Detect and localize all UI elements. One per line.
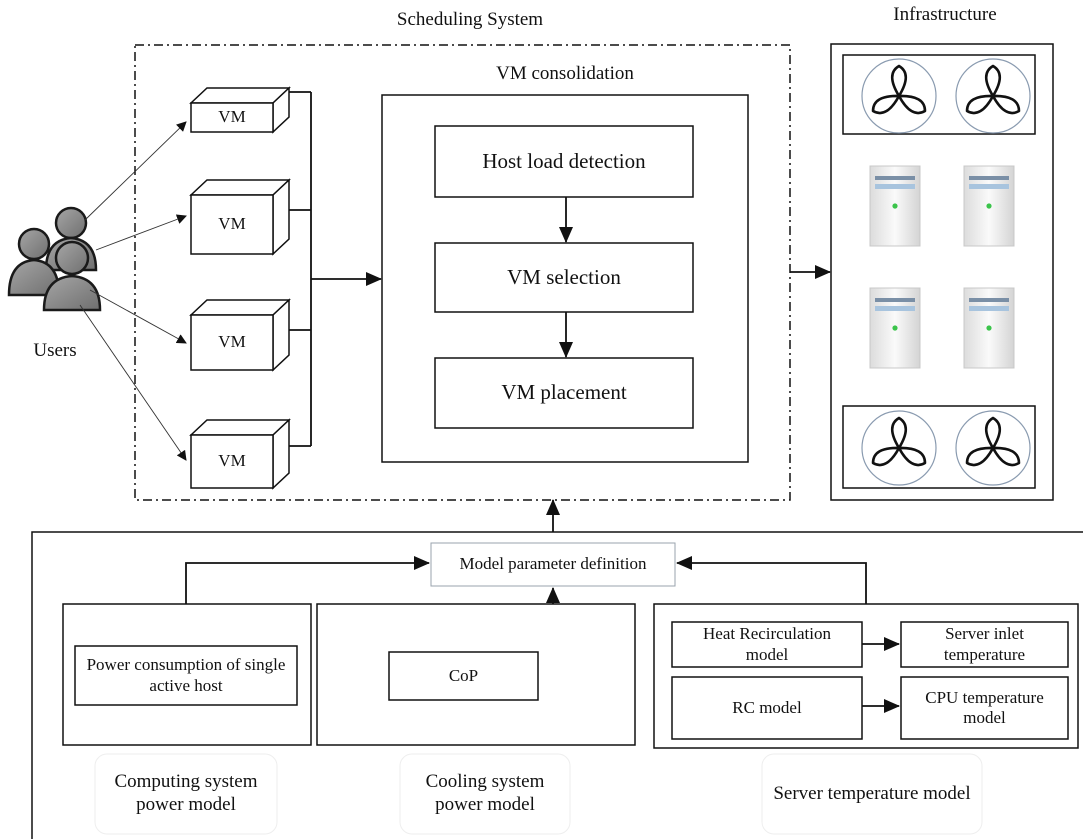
vm-label: VM: [218, 214, 246, 234]
models-frame: [31, 531, 1083, 839]
cpu-temperature-label: CPU temperature model: [925, 687, 1044, 727]
server-tower-icon: [869, 287, 921, 369]
vm-label: VM: [218, 107, 246, 127]
vm-placement-label: VM placement: [501, 380, 627, 405]
rc-model-label: RC model: [732, 697, 802, 717]
vm-consolidation-box: [381, 94, 749, 463]
infrastructure-title: Infrastructure: [893, 3, 997, 25]
parameter-feed-arrows: [185, 556, 867, 604]
cooling-fan-icon: [861, 410, 937, 486]
cop-box: [388, 651, 539, 701]
cooling-model-box: [316, 603, 636, 746]
scheduling-system-title: Scheduling System: [396, 8, 544, 30]
users-label: Users: [33, 339, 77, 361]
vm-label: VM: [218, 332, 246, 352]
vm-bus-connector: [289, 91, 382, 447]
user-vm-arrows: [79, 121, 187, 461]
cooling-caption-frame: [399, 753, 571, 835]
computing-caption: Computing system power model: [114, 771, 258, 815]
server-temperature-caption: Server temperature model: [773, 782, 971, 804]
temperature-flow-arrows: [862, 637, 900, 713]
host-load-detection-box: [434, 125, 694, 198]
cooling-fan-icon: [861, 58, 937, 134]
cop-label: CoP: [448, 665, 479, 685]
server-tower-icon: [963, 287, 1015, 369]
vm-box-2: [189, 178, 291, 256]
vm-selection-label: VM selection: [507, 264, 621, 289]
server-caption-frame: [761, 753, 983, 835]
model-parameter-label: Model parameter definition: [459, 554, 647, 574]
server-inlet-label: Server inlet temperature: [943, 624, 1026, 664]
vm-consolidation-title: VM consolidation: [496, 62, 634, 84]
power-consumption-label: Power consumption of single active host: [86, 655, 286, 695]
fan-panel-bottom: [842, 405, 1036, 489]
model-parameter-box: [430, 542, 676, 587]
vm-box-1: [189, 86, 291, 134]
host-load-detection-label: Host load detection: [482, 148, 646, 173]
vm-box-4: [189, 418, 291, 490]
cooling-caption: Cooling system power model: [425, 771, 545, 815]
cooling-fan-icon: [955, 58, 1031, 134]
users-group-icon: [7, 206, 102, 312]
infrastructure-frame: [830, 43, 1054, 501]
heat-recirculation-label: Heat Recirculation model: [703, 624, 831, 664]
vm-label: VM: [218, 451, 246, 471]
server-tower-icon: [869, 165, 921, 247]
cpu-temperature-box: [900, 676, 1069, 740]
power-consumption-box: [74, 645, 298, 706]
server-temp-model-box: [653, 603, 1079, 749]
vm-placement-box: [434, 357, 694, 429]
vm-boxes: [189, 86, 291, 490]
fan-panel-top: [842, 54, 1036, 135]
vm-box-3: [189, 298, 291, 372]
vm-selection-box: [434, 242, 694, 313]
cooling-fan-icon: [955, 410, 1031, 486]
cooling-fans: [861, 58, 1031, 486]
computing-caption-frame: [94, 753, 278, 835]
server-inlet-box: [900, 621, 1069, 668]
server-towers: [869, 165, 1015, 369]
server-tower-icon: [963, 165, 1015, 247]
rc-model-box: [671, 676, 863, 740]
computing-model-box: [62, 603, 312, 746]
